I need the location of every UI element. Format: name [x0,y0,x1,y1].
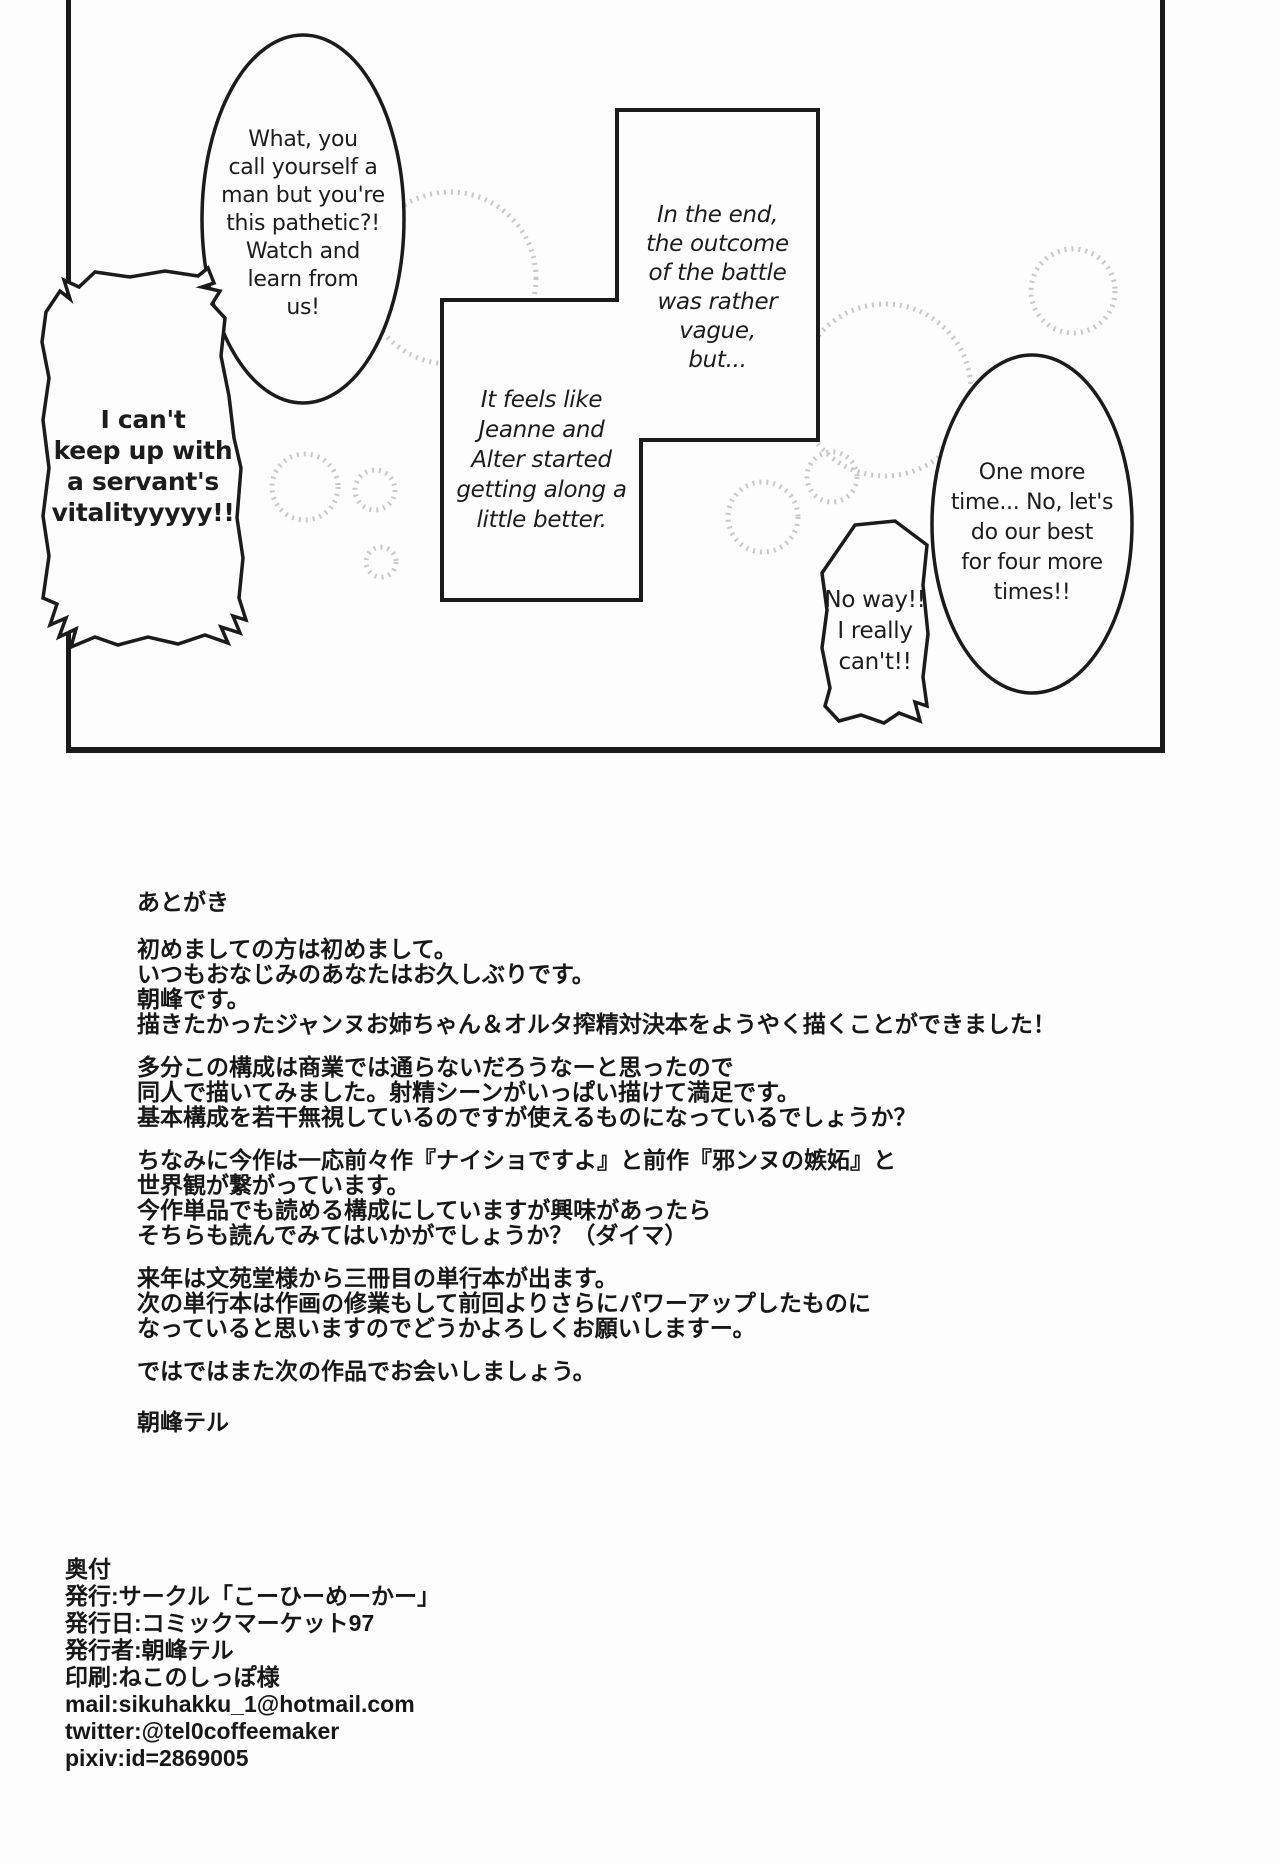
colophon-section: 奥付 発行:サークル「こーひーめーかー」 発行日:コミックマーケット97 発行者… [65,1556,440,1772]
caption-line: In the end, [656,202,779,228]
caption-line: little better. [476,507,607,533]
afterword-line: ちなみに今作は一応前々作『ナイショですよ』と前作『邪ンヌの嫉妬』と [137,1147,896,1173]
caption-line: of the battle [648,260,787,286]
caption-line: was rather [657,289,778,315]
bubble-line: for four more [961,550,1103,575]
speech-bubble-what-text: What, you call yourself a man but you're… [203,126,403,322]
afterword-line: 今作単品でも読める構成にしていますが興味があったら [137,1197,712,1223]
comic-panel [40,0,1165,753]
colophon-publisher: 発行:サークル「こーひーめーかー」 [65,1583,440,1609]
caption-line: vague, [679,318,756,344]
tone-circle-8 [1028,246,1118,336]
afterword-line: 初めましての方は初めまして。 [137,936,457,962]
bubble-line: this pathetic?! [226,211,380,236]
afterword-line: 朝峰です。 [137,986,250,1012]
bubble-line: can't!! [838,649,912,675]
bubble-line: do our best [970,520,1094,545]
bubble-line: What, you [248,127,358,152]
bubble-line: learn from [247,267,359,292]
afterword-line: 同人で描いてみました。射精シーンがいっぱい描けて満足です。 [137,1079,800,1105]
caption-line: Alter started [471,447,612,473]
colophon-printer: 印刷:ねこのしっぽ様 [65,1664,280,1690]
bubble-line: a servant's [67,467,219,496]
afterword-line: 基本構成を若干無視しているのですが使えるものになっているでしょうか？ [137,1104,917,1130]
caption-boxes [440,108,820,602]
caption-line: It feels like [480,387,603,413]
caption-line: but... [688,347,747,373]
bubble-line: One more [978,460,1086,485]
bubble-line: call yourself a [228,155,378,180]
afterword-section: あとがき 初めましての方は初めまして。 いつもおなじみのあなたはお久しぶりです。… [137,890,1056,1435]
caption-line: the outcome [646,231,789,257]
shout-bubble-cant-keep-up [40,265,249,650]
tone-circle-3 [352,467,398,513]
afterword-line: そちらも読んでみてはいかがでしょうか？（ダイマ） [137,1222,688,1248]
tone-circle-5 [725,479,801,555]
afterword-title: あとがき [137,889,229,915]
afterword-signature: 朝峰テル [137,1409,229,1435]
bubble-line: No way!! [824,587,926,613]
bubble-line: I can't [100,405,186,434]
afterword-line: 次の単行本は作画の修業もして前回よりさらにパワーアップしたものに [137,1290,871,1316]
afterword-line: 来年は文苑堂様から三冊目の単行本が出ます。 [137,1265,618,1291]
rough-bubble-no-way-text: No way!! I really can't!! [818,585,932,678]
shout-bubble-cant-keep-up-text: I can't keep up with a servant's vitalit… [40,404,246,528]
tone-circle-4 [363,544,399,580]
afterword-paragraph: ではではまた次の作品でお会いしましょう。 [137,1359,1056,1384]
bubble-line: Watch and [245,239,361,264]
rough-bubble-no-way [820,519,930,725]
caption-it-feels-text: It feels like Jeanne and Alter started g… [442,385,641,535]
bubble-line: time... No, let's [950,490,1114,515]
tone-circle-6 [804,449,860,505]
afterword-paragraph: 来年は文苑堂様から三冊目の単行本が出ます。 次の単行本は作画の修業もして前回より… [137,1266,1056,1341]
afterword-line: 描きたかったジャンヌお姉ちゃん＆オルタ搾精対決本をようやく描くことができました！ [137,1011,1056,1037]
afterword-line: いつもおなじみのあなたはお久しぶりです。 [137,961,595,987]
speech-bubble-one-more [930,353,1134,695]
caption-in-the-end-text: In the end, the outcome of the battle wa… [617,201,818,375]
colophon-twitter: twitter:@tel0coffeemaker [65,1718,340,1744]
bubble-line: vitalityyyyy!! [51,498,235,527]
speech-bubble-what [200,33,406,405]
afterword-line: 多分この構成は商業では通らないだろうなーと思ったので [137,1054,734,1080]
bubble-line: times!! [993,580,1071,605]
afterword-paragraph: 多分この構成は商業では通らないだろうなーと思ったので 同人で描いてみました。射精… [137,1055,1056,1130]
caption-line: Jeanne and [478,417,605,443]
colophon-title: 奥付 [65,1556,111,1582]
colophon-mail: mail:sikuhakku_1@hotmail.com [65,1691,415,1717]
bubble-line: keep up with [53,436,233,465]
afterword-paragraph: 初めましての方は初めまして。 いつもおなじみのあなたはお久しぶりです。 朝峰です… [137,937,1056,1037]
tone-circle-2 [269,451,341,523]
afterword-line: ではではまた次の作品でお会いしましょう。 [137,1358,596,1384]
colophon-pixiv: pixiv:id=2869005 [65,1745,249,1771]
colophon-publish-date: 発行日:コミックマーケット97 [65,1610,375,1636]
caption-line: getting along a [456,477,627,503]
bubble-line: I really [837,618,913,644]
speech-bubble-one-more-text: One more time... No, let's do our best f… [932,458,1132,608]
colophon-author: 発行者:朝峰テル [65,1637,234,1663]
bubble-line: man but you're [221,183,385,208]
afterword-line: 世界観が繋がっています。 [137,1172,410,1198]
afterword-paragraph: ちなみに今作は一応前々作『ナイショですよ』と前作『邪ンヌの嫉妬』と 世界観が繋が… [137,1148,1056,1248]
afterword-line: なっていると思いますのでどうかよろしくお願いしますー。 [137,1315,756,1341]
bubble-line: us! [286,295,320,320]
